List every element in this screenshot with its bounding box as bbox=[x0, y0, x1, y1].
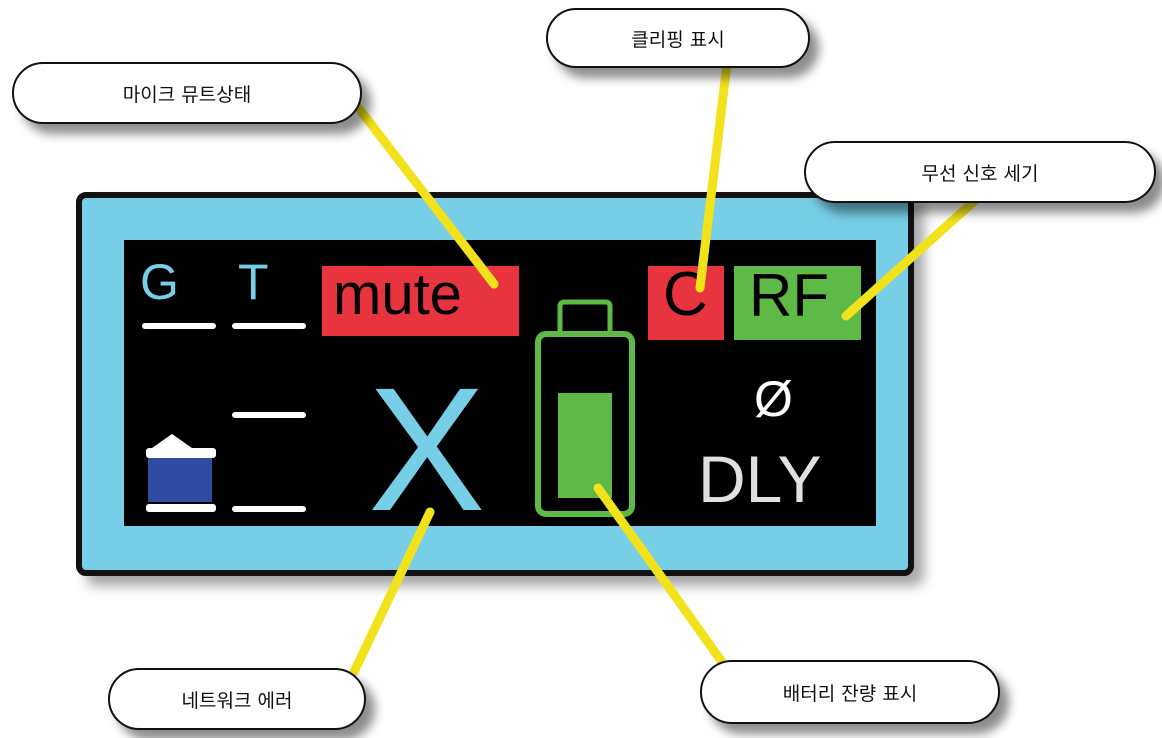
callout-clipping: 클리핑 표시 bbox=[546, 8, 810, 68]
battery-icon bbox=[535, 299, 635, 517]
level-meter-icon bbox=[146, 412, 306, 512]
rf-indicator: RF bbox=[749, 262, 829, 329]
callout-mic-mute: 마이크 뮤트상태 bbox=[12, 62, 362, 124]
network-error-indicator: X bbox=[368, 352, 486, 548]
callout-rf-strength: 무선 신호 세기 bbox=[804, 141, 1156, 203]
callout-network-error: 네트워크 에러 bbox=[108, 668, 366, 730]
leader-battery bbox=[593, 483, 727, 667]
leader-mute bbox=[349, 97, 499, 289]
delay-indicator: DLY bbox=[698, 442, 822, 516]
g-underline bbox=[142, 323, 216, 329]
clip-indicator-box bbox=[648, 266, 724, 340]
leader-rf bbox=[841, 191, 985, 321]
t-indicator: T bbox=[238, 254, 269, 310]
callout-battery: 배터리 잔량 표시 bbox=[700, 660, 1000, 724]
leader-network bbox=[349, 507, 435, 677]
t-underline bbox=[232, 323, 306, 329]
g-indicator: G bbox=[140, 254, 179, 310]
leader-clip bbox=[695, 59, 732, 293]
rf-indicator-box bbox=[734, 266, 861, 340]
battery-level-fill bbox=[558, 393, 612, 498]
phase-indicator: Ø bbox=[754, 371, 793, 427]
mute-indicator: mute bbox=[333, 262, 462, 327]
